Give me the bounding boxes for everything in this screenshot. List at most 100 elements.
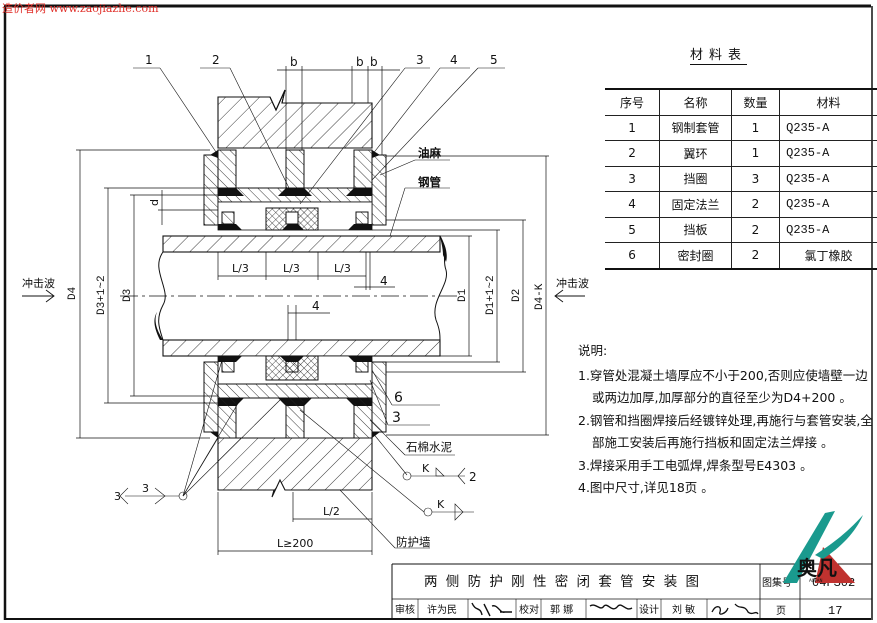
weld-K-2: K <box>437 498 445 511</box>
table-row: 3 挡圈 3 Q235-A <box>605 165 877 192</box>
review-name: 许为民 <box>427 604 457 616</box>
callout-3: 3 <box>416 53 424 67</box>
header-quantity: 数量 <box>730 88 781 116</box>
callout-4: 4 <box>450 53 458 67</box>
weld-3-size: 3 <box>142 482 149 495</box>
cell-index: 2 <box>605 140 661 167</box>
logo-teal-arc <box>815 515 863 559</box>
dim-4-lower: 4 <box>312 299 320 313</box>
review-label: 审核 <box>395 603 415 616</box>
dim-L2: L/2 <box>323 505 340 518</box>
dim-D2: D2 <box>511 289 523 302</box>
cell-material: Q235-A <box>779 216 877 243</box>
cell-material: Q235-A <box>779 114 877 141</box>
table-header-row: 序号 名称 数量 材料 <box>605 88 877 116</box>
dim-L3-1: L/3 <box>232 262 249 275</box>
design-label: 设计 <box>639 603 659 616</box>
callout-5: 5 <box>490 53 498 67</box>
shock-wave-arrows <box>22 289 585 303</box>
callout-2: 2 <box>212 53 220 67</box>
table-row: 5 挡板 2 Q235-A <box>605 216 877 243</box>
watermark: 造价者网 www.zaojiazhe.com <box>2 2 159 15</box>
callout-6: 6 <box>394 390 403 406</box>
atlas-label: 图集号 <box>762 576 792 589</box>
dim-D4: D4 <box>67 286 79 300</box>
title-block <box>391 563 872 619</box>
cell-name: 钢制套管 <box>659 114 732 141</box>
label-oil-hemp: 油麻 <box>418 146 441 160</box>
cell-material: Q235-A <box>779 165 877 192</box>
dim-b-2: b <box>356 55 364 69</box>
table-row: 6 密封圈 2 氯丁橡胶 <box>605 242 877 270</box>
page-label: 页 <box>776 605 786 617</box>
dim-D1: D1 <box>457 288 469 302</box>
label-shock-wave-right: 冲击波 <box>556 276 589 290</box>
callout-1: 1 <box>145 53 153 67</box>
cell-index: 4 <box>605 191 661 218</box>
dim-D3: D3 <box>122 289 134 302</box>
cell-index: 5 <box>605 216 661 243</box>
dim-D1-plus: D1+1~2 <box>485 275 497 315</box>
check-name: 郭 娜 <box>550 603 573 616</box>
cell-material: Q235-A <box>779 140 877 167</box>
header-index: 序号 <box>605 88 661 116</box>
page-number: 17 <box>828 604 842 618</box>
dim-L: L≥200 <box>277 537 313 550</box>
note-item: 1.穿管处混凝土墙厚应不小于200,否则应使墙壁一边或两边加厚,加厚部分的直径至… <box>578 367 868 406</box>
logo-teal-swoosh <box>783 511 835 583</box>
material-table-title: 材料表 <box>690 44 748 65</box>
cell-name: 密封圈 <box>659 242 732 270</box>
wall-bottom <box>217 437 373 498</box>
cell-quantity: 1 <box>730 140 781 167</box>
design-signature <box>711 603 759 615</box>
sleeve-top <box>203 149 387 231</box>
cell-material: 氯丁橡胶 <box>779 242 877 270</box>
cell-index: 3 <box>605 165 661 192</box>
label-protective-wall: 防护墙 <box>396 535 431 549</box>
table-row: 2 翼环 1 Q235-A <box>605 140 877 167</box>
weld-K-1: K <box>422 462 430 475</box>
leader-lines <box>119 67 505 549</box>
table-row: 4 固定法兰 2 Q235-A <box>605 191 877 218</box>
dim-b-3: b <box>370 55 378 69</box>
dim-L3-3: L/3 <box>334 262 351 275</box>
aofan-logo: 奥凡 AOFAN <box>783 511 863 583</box>
header-material: 材料 <box>779 88 877 116</box>
cell-name: 固定法兰 <box>659 191 732 218</box>
logo-subtext: AOFAN <box>809 578 822 583</box>
drawing-labels: 1 2 3 4 5 b b b 油麻 钢管 6 3 石棉水泥 防护墙 冲击波 冲… <box>22 53 589 550</box>
cell-material: Q235-A <box>779 191 877 218</box>
cell-quantity: 3 <box>730 165 781 192</box>
drawing-title: 两 侧 防 护 刚 性 密 闭 套 管 安 装 图 <box>424 573 701 590</box>
table-row: 1 钢制套管 1 Q235-A <box>605 114 877 141</box>
cell-index: 1 <box>605 114 661 141</box>
weld-2-tail: 2 <box>469 470 477 484</box>
dim-4-upper: 4 <box>380 274 388 288</box>
dimension-lines <box>76 66 549 555</box>
review-signature <box>471 602 512 617</box>
note-item: 4.图中尺寸,详见18页 。 <box>578 480 714 495</box>
label-asbestos-cement: 石棉水泥 <box>406 440 452 454</box>
cell-index: 6 <box>605 242 661 270</box>
sleeve-bottom <box>203 355 387 439</box>
label-steel-pipe: 钢管 <box>418 175 441 189</box>
cell-name: 挡圈 <box>659 165 732 192</box>
note-item: 3.焊接采用手工电弧焊,焊条型号E4303 。 <box>578 457 813 473</box>
check-label: 校对 <box>519 603 539 616</box>
weld-3-tail: 3 <box>114 490 121 503</box>
notes-section: 说明: 1.穿管处混凝土墙厚应不小于200,否则应使墙壁一边或两边加厚,加厚部分… <box>578 340 873 500</box>
header-name: 名称 <box>659 88 732 116</box>
dim-D4-K: D4-K <box>534 283 546 310</box>
dim-d: d <box>148 199 161 206</box>
cell-name: 翼环 <box>659 140 732 167</box>
design-name: 刘 敏 <box>672 603 695 616</box>
logo-text: 奥凡 <box>797 556 837 580</box>
steel-pipe <box>120 235 460 357</box>
cell-name: 挡板 <box>659 216 732 243</box>
check-signature <box>589 604 633 610</box>
cell-quantity: 2 <box>730 242 781 270</box>
notes-title: 说明: <box>578 343 608 358</box>
note-item: 2.钢管和挡圈焊接后经镀锌处理,再施行与套管安装,全部施工安装后再施行挡板和固定… <box>578 412 873 451</box>
cell-quantity: 2 <box>730 216 781 243</box>
